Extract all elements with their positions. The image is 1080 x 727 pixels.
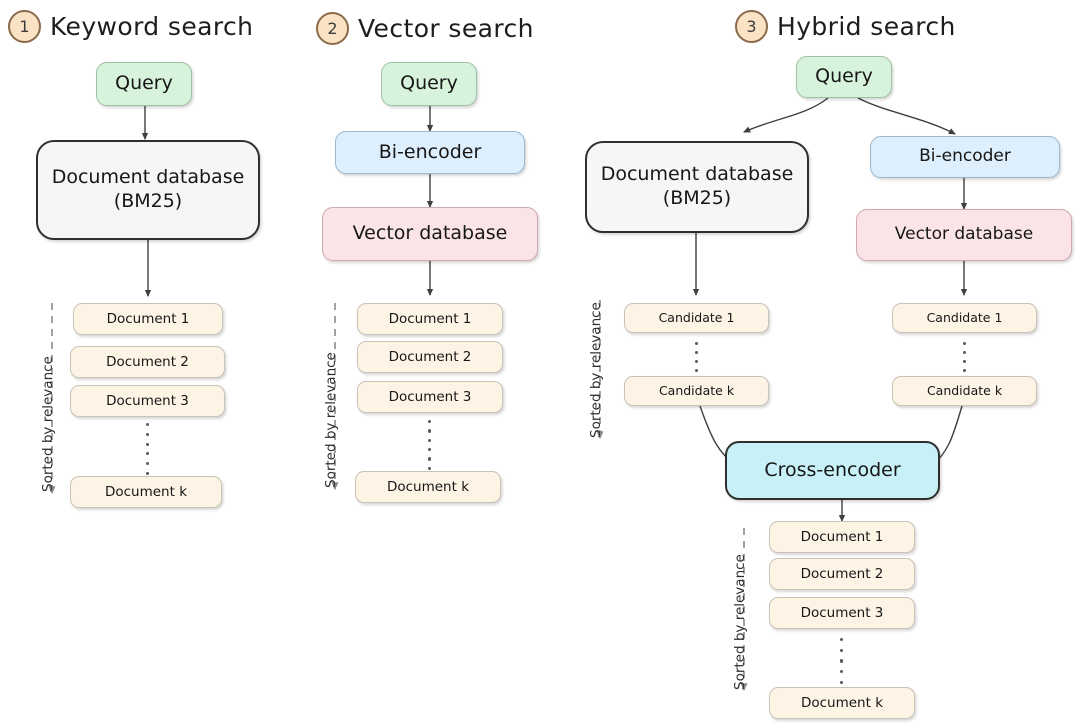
result-item-1-0[interactable]: Document 1 [73,303,223,335]
sorted-by-relevance-label-2: Sorted by relevance [323,352,339,488]
ellipsis-icon-3-results [839,638,844,684]
candidate-right-1[interactable]: Candidate k [892,376,1037,406]
column-title-label-1: Keyword search [50,12,254,41]
node-bi-encoder-2-label: Bi-encoder [378,140,482,163]
sorted-by-relevance-text-2: Sorted by relevance [323,352,339,488]
ellipsis-icon-2 [427,420,432,470]
sorted-by-relevance-label-1: Sorted by relevance [40,356,56,492]
candidate-right-0-label: Candidate 1 [926,310,1003,326]
ellipsis-icon-3-right [962,342,967,372]
result-item-3-1-label: Document 2 [800,565,884,582]
result-item-2-3-label: Document k [386,478,470,495]
step-badge-3: 3 [735,10,768,43]
column-title-label-3: Hybrid search [777,12,956,41]
node-bi-encoder-3-label: Bi-encoder [919,146,1011,167]
ellipsis-icon-1 [145,423,150,475]
node-vector-database-3[interactable]: Vector database [856,209,1072,261]
edge-query-to-docdb-3 [743,97,829,133]
result-item-3-0[interactable]: Document 1 [769,521,915,553]
sorted-by-relevance-text-1: Sorted by relevance [40,356,56,492]
node-cross-encoder-label: Cross-encoder [764,458,901,481]
node-vector-database-2-label: Vector database [352,222,508,245]
node-document-database-3-line2: (BM25) [662,187,732,209]
result-item-3-0-label: Document 1 [800,528,884,545]
node-query-2[interactable]: Query [381,62,477,106]
node-document-database-3-line1: Document database [600,163,794,186]
result-item-2-0-label: Document 1 [388,310,472,327]
node-query-3-label: Query [815,65,873,88]
step-badge-1: 1 [8,10,41,43]
candidate-right-0[interactable]: Candidate 1 [892,303,1037,333]
sorted-by-relevance-label-3-results: Sorted by relevance [732,554,748,690]
candidate-left-1[interactable]: Candidate k [624,376,769,406]
candidate-left-1-label: Candidate k [658,383,735,399]
result-item-2-2[interactable]: Document 3 [357,381,503,413]
result-item-1-3[interactable]: Document k [70,476,222,508]
sorted-by-relevance-text-3-results: Sorted by relevance [732,554,748,690]
node-document-database-3[interactable]: Document database (BM25) [585,141,809,233]
node-document-database-1-line1: Document database [51,166,245,189]
sorted-by-relevance-text-3-candidates: Sorted by relevance [588,302,604,438]
column-title-label-2: Vector search [358,14,534,43]
result-item-1-1-label: Document 2 [106,353,189,370]
result-item-1-2-label: Document 3 [106,392,189,409]
node-query-2-label: Query [400,72,458,95]
node-bi-encoder-3[interactable]: Bi-encoder [870,136,1060,178]
node-document-database-1-line2: (BM25) [113,190,183,212]
result-item-1-1[interactable]: Document 2 [70,346,225,378]
result-item-1-3-label: Document k [104,483,188,500]
node-query-1-label: Query [115,72,173,95]
column-title-2: 2 Vector search [316,12,534,45]
result-item-2-1-label: Document 2 [388,348,472,365]
node-cross-encoder[interactable]: Cross-encoder [725,441,940,500]
node-bi-encoder-2[interactable]: Bi-encoder [335,131,525,174]
result-item-3-3-label: Document k [800,694,884,711]
candidate-left-0-label: Candidate 1 [658,310,735,326]
node-query-3[interactable]: Query [796,56,892,98]
result-item-3-3[interactable]: Document k [769,687,915,719]
column-title-3: 3 Hybrid search [735,10,956,43]
result-item-1-2[interactable]: Document 3 [70,385,225,417]
result-item-3-2[interactable]: Document 3 [769,597,915,629]
step-badge-2: 2 [316,12,349,45]
sorted-by-relevance-label-3-candidates: Sorted by relevance [588,302,604,438]
node-document-database-1[interactable]: Document database (BM25) [36,140,260,240]
candidate-right-1-label: Candidate k [926,383,1003,399]
result-item-1-0-label: Document 1 [106,310,190,327]
result-item-2-1[interactable]: Document 2 [357,341,503,373]
node-query-1[interactable]: Query [96,62,192,106]
edge-query-to-biencoder-3 [857,97,956,135]
node-vector-database-3-label: Vector database [894,224,1034,245]
result-item-2-3[interactable]: Document k [355,471,501,503]
result-item-3-2-label: Document 3 [800,604,884,621]
result-item-3-1[interactable]: Document 2 [769,558,915,590]
result-item-2-0[interactable]: Document 1 [357,303,503,335]
ellipsis-icon-3-left [694,342,699,372]
column-title-1: 1 Keyword search [8,10,253,43]
node-vector-database-2[interactable]: Vector database [322,207,538,261]
candidate-left-0[interactable]: Candidate 1 [624,303,769,333]
result-item-2-2-label: Document 3 [388,388,472,405]
